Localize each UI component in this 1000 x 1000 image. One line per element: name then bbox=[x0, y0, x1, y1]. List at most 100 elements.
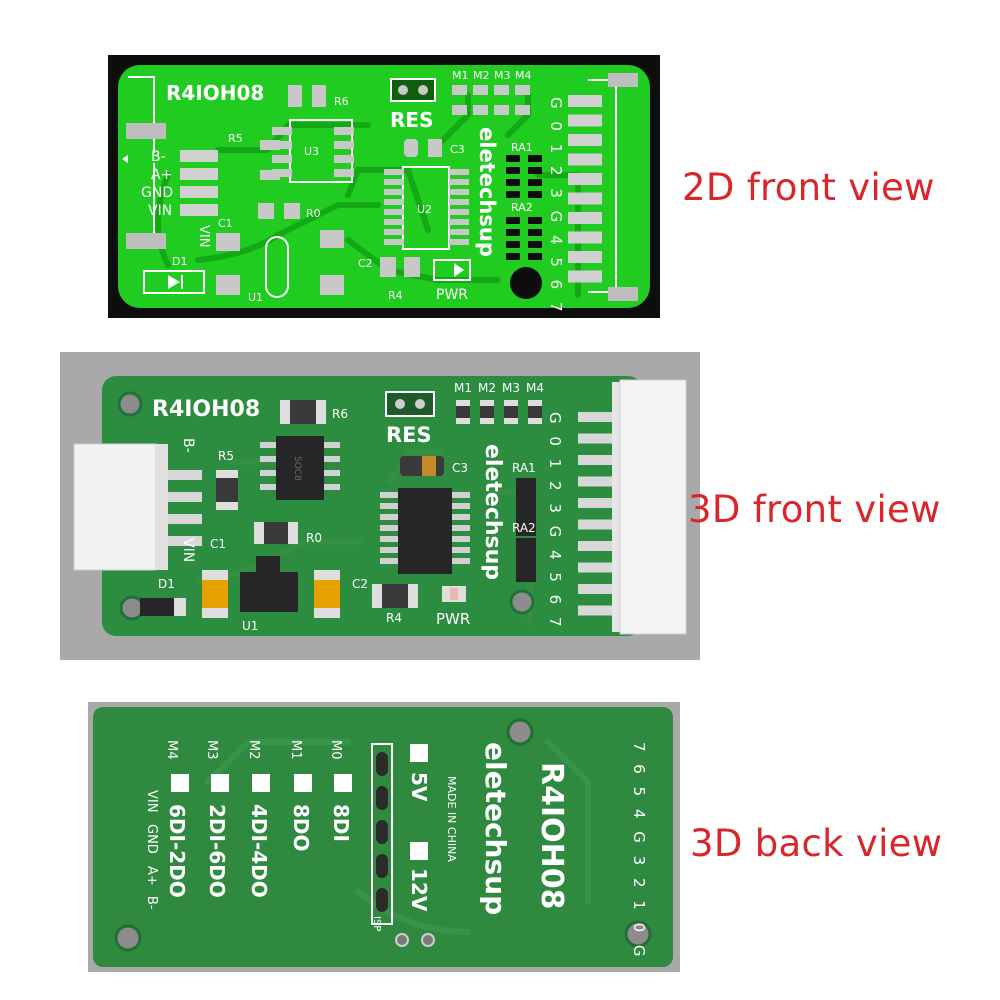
connector-pad bbox=[578, 433, 614, 444]
back-vin: VIN bbox=[144, 790, 159, 812]
back-desc-2di6do: 2DI-6DO bbox=[205, 804, 229, 898]
connector-pad bbox=[568, 192, 602, 205]
connector-pad bbox=[568, 212, 602, 224]
ref-ra1-3d: RA1 bbox=[512, 461, 536, 475]
ref-ra1-2d: RA1 bbox=[511, 141, 533, 154]
mode-m3-3d: M3 bbox=[502, 381, 520, 395]
ref-c1-2d: C1 bbox=[218, 217, 233, 230]
isp-label: ISP bbox=[371, 916, 382, 931]
ref-r6-3d: R6 bbox=[332, 407, 348, 421]
res-label-2d: RES bbox=[390, 108, 433, 132]
pcb-2d-front-view: B- A+ GND VIN VIN R4IOH08 R6 R5 U3 C1 U1… bbox=[108, 55, 660, 318]
connector-pad bbox=[568, 231, 602, 244]
out-pins-back: 7 6 5 4 G 3 2 1 0 G bbox=[630, 742, 648, 961]
out-pins-2d: G 0 1 2 3 G 4 5 6 7 bbox=[547, 97, 565, 316]
ref-r4-2d: R4 bbox=[388, 289, 403, 302]
connector-pad bbox=[568, 134, 602, 146]
brand-back: eletechsup bbox=[479, 742, 512, 915]
ref-c2-2d: C2 bbox=[358, 257, 373, 270]
out-pins-3d: G 0 1 2 3 G 4 5 6 7 bbox=[546, 412, 564, 631]
ref-r6-2d: R6 bbox=[334, 95, 349, 108]
back-12v: 12V bbox=[407, 868, 431, 912]
ref-u2-2d: U2 bbox=[417, 203, 432, 216]
ref-d1-2d: D1 bbox=[172, 255, 187, 268]
ref-u3-2d: U3 bbox=[304, 145, 319, 158]
back-desc-8do: 8DO bbox=[289, 804, 313, 852]
back-5v: 5V bbox=[407, 772, 431, 802]
brand-3d: eletechsup bbox=[480, 444, 505, 580]
mode-m3-2d: M3 bbox=[494, 69, 511, 82]
back-mode-m2: M2 bbox=[246, 740, 261, 760]
caption-2d-front-view: 2D front view bbox=[682, 166, 935, 209]
made-in-label: MADE IN CHINA bbox=[445, 776, 458, 862]
connector-pad bbox=[578, 519, 614, 530]
label-in-gnd: GND bbox=[141, 185, 173, 201]
connector-pad bbox=[578, 541, 614, 551]
input-connector-3d bbox=[73, 443, 202, 571]
mode-m2-2d: M2 bbox=[473, 69, 490, 82]
connector-pad bbox=[578, 605, 614, 616]
connector-pad bbox=[578, 562, 614, 573]
connector-pad bbox=[568, 251, 602, 263]
label-b-3d: B- bbox=[180, 438, 196, 453]
ref-r5-3d: R5 bbox=[218, 449, 234, 463]
caption-3d-front-view: 3D front view bbox=[688, 488, 941, 531]
output-connector-3d bbox=[578, 379, 687, 635]
ref-ra2-3d: RA2 bbox=[512, 521, 536, 535]
mode-m1-2d: M1 bbox=[452, 69, 469, 82]
connector-pad bbox=[578, 455, 614, 465]
connector-pad bbox=[568, 153, 602, 166]
ref-c1-3d: C1 bbox=[210, 537, 226, 551]
connector-pad bbox=[578, 584, 614, 594]
connector-pad bbox=[578, 498, 614, 508]
ref-r5-2d: R5 bbox=[228, 132, 243, 145]
ref-c2-3d: C2 bbox=[352, 577, 368, 591]
mode-m4-2d: M4 bbox=[515, 69, 532, 82]
chip-mark-3d: SOC8 bbox=[292, 456, 302, 481]
board-name-3d: R4IOH08 bbox=[152, 397, 260, 422]
ref-c3-2d: C3 bbox=[450, 143, 465, 156]
back-desc-4di4do: 4DI-4DO bbox=[247, 804, 271, 898]
mode-m1-3d: M1 bbox=[454, 381, 472, 395]
ref-u1-3d: U1 bbox=[242, 619, 258, 633]
back-mode-m0: M0 bbox=[328, 740, 343, 760]
back-desc-6di2do: 6DI-2DO bbox=[165, 804, 189, 898]
back-mode-m4: M4 bbox=[164, 740, 179, 760]
pcb-3d-front-view: B- VIN R4IOH08 R6 R5 SOC8 C1 R0 U1 D1 RE… bbox=[60, 352, 700, 660]
back-b: B- bbox=[144, 896, 159, 910]
mode-m2-3d: M2 bbox=[478, 381, 496, 395]
connector-pad bbox=[578, 476, 614, 487]
back-desc-8di: 8DI bbox=[329, 804, 353, 842]
ref-r4-3d: R4 bbox=[386, 611, 402, 625]
back-gnd: GND bbox=[144, 824, 159, 854]
pwr-label-3d: PWR bbox=[436, 610, 470, 628]
ref-r0-2d: R0 bbox=[306, 207, 321, 220]
brand-2d: eletechsup bbox=[475, 127, 499, 257]
ref-u1-2d: U1 bbox=[248, 291, 263, 304]
caption-3d-back-view: 3D back view bbox=[690, 822, 943, 865]
label-vin-vertical: VIN bbox=[196, 225, 211, 247]
connector-pad bbox=[568, 173, 602, 185]
connector-pad bbox=[578, 412, 614, 422]
res-label-3d: RES bbox=[386, 423, 432, 447]
board-name-2d: R4IOH08 bbox=[166, 81, 264, 105]
connector-pad bbox=[568, 270, 602, 283]
ref-c3-3d: C3 bbox=[452, 461, 468, 475]
pcb-3d-back-view: VIN GND A+ B- M4 M3 M2 M1 M0 6DI-2DO 2DI… bbox=[88, 702, 680, 972]
mode-m4-3d: M4 bbox=[526, 381, 544, 395]
ref-d1-3d: D1 bbox=[158, 577, 175, 591]
label-in-a: A+ bbox=[151, 167, 172, 183]
connector-pad bbox=[568, 95, 602, 107]
back-mode-m1: M1 bbox=[288, 740, 303, 760]
connector-pad bbox=[568, 114, 602, 127]
pwr-label-2d: PWR bbox=[436, 287, 468, 303]
label-vin-3d: VIN bbox=[180, 538, 196, 562]
back-a: A+ bbox=[144, 866, 159, 886]
input-connector-2d bbox=[122, 76, 218, 249]
board-name-back: R4IOH08 bbox=[534, 762, 569, 910]
ref-r0-3d: R0 bbox=[306, 531, 322, 545]
back-mode-m3: M3 bbox=[204, 740, 219, 760]
ref-ra2-2d: RA2 bbox=[511, 201, 533, 214]
label-in-b: B- bbox=[151, 149, 166, 165]
output-connector-2d bbox=[568, 73, 638, 301]
